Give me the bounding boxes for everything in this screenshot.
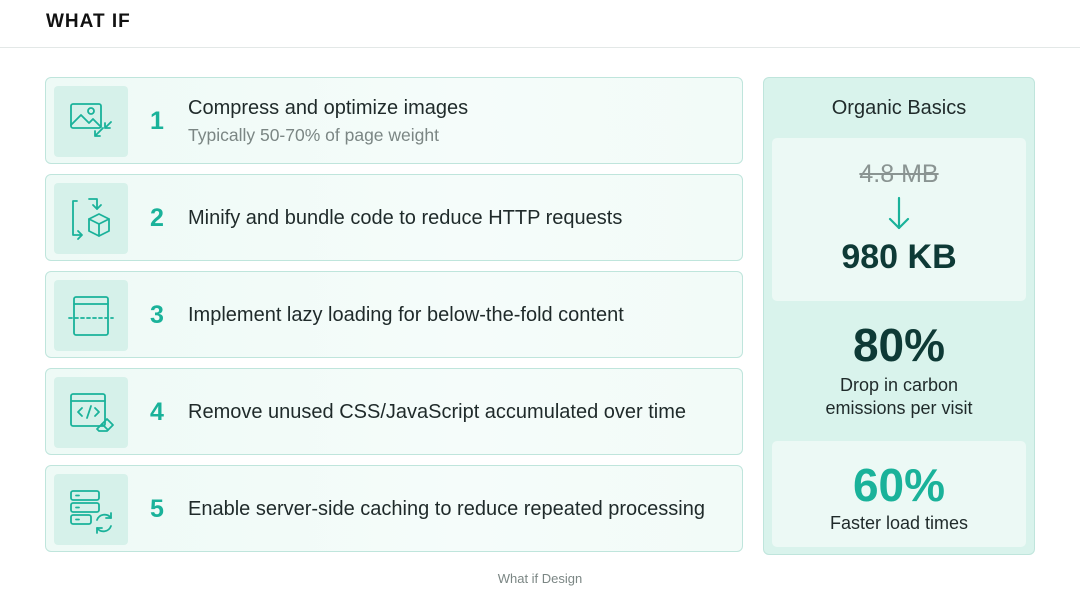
brand-logo[interactable]: WHAT IF	[46, 11, 131, 32]
bundle-box-icon	[54, 183, 128, 254]
load-time-card: 60% Faster load times	[772, 441, 1026, 547]
carbon-stat-label: Drop in carbon emissions per visit	[764, 374, 1034, 420]
case-study-panel: Organic Basics 4.8 MB 980 KB 80% Drop in…	[763, 77, 1035, 555]
step-item-5: 5 Enable server-side caching to reduce r…	[45, 465, 743, 552]
arrow-down-icon	[888, 196, 910, 230]
carbon-stat-value: 80%	[852, 319, 946, 371]
load-stat-value: 60%	[852, 459, 946, 511]
panel-title: Organic Basics	[831, 97, 967, 119]
step-item-2: 2 Minify and bundle code to reduce HTTP …	[45, 174, 743, 261]
server-refresh-icon	[54, 474, 128, 545]
step-number: 4	[150, 398, 164, 426]
footer-credit: What if Design	[497, 571, 583, 586]
image-compress-icon	[54, 86, 128, 157]
step-number: 1	[150, 107, 164, 135]
after-size: 980 KB	[841, 238, 957, 276]
step-item-3: 3 Implement lazy loading for below-the-f…	[45, 271, 743, 358]
step-title: Enable server-side caching to reduce rep…	[188, 498, 705, 520]
carbon-stat-label-line2: emissions per visit	[825, 398, 973, 418]
step-number: 2	[150, 204, 164, 232]
lazy-load-window-icon	[54, 280, 128, 351]
carbon-stat-label-line1: Drop in carbon	[839, 375, 959, 395]
code-eraser-icon	[54, 377, 128, 448]
size-reduction-card: 4.8 MB 980 KB	[772, 138, 1026, 301]
step-number: 5	[150, 495, 164, 523]
before-size: 4.8 MB	[859, 160, 939, 188]
header-bar: WHAT IF	[0, 0, 1080, 48]
step-title: Compress and optimize images	[188, 97, 469, 119]
load-stat-label: Faster load times	[829, 513, 969, 533]
step-subtitle: Typically 50-70% of page weight	[188, 125, 439, 145]
step-item-4: 4 Remove unused CSS/JavaScript accumulat…	[45, 368, 743, 455]
step-title: Implement lazy loading for below-the-fol…	[188, 304, 624, 326]
step-item-1: 1 Compress and optimize images Typically…	[45, 77, 743, 164]
step-number: 3	[150, 301, 164, 329]
step-title: Remove unused CSS/JavaScript accumulated…	[188, 401, 687, 423]
step-title: Minify and bundle code to reduce HTTP re…	[188, 207, 623, 229]
